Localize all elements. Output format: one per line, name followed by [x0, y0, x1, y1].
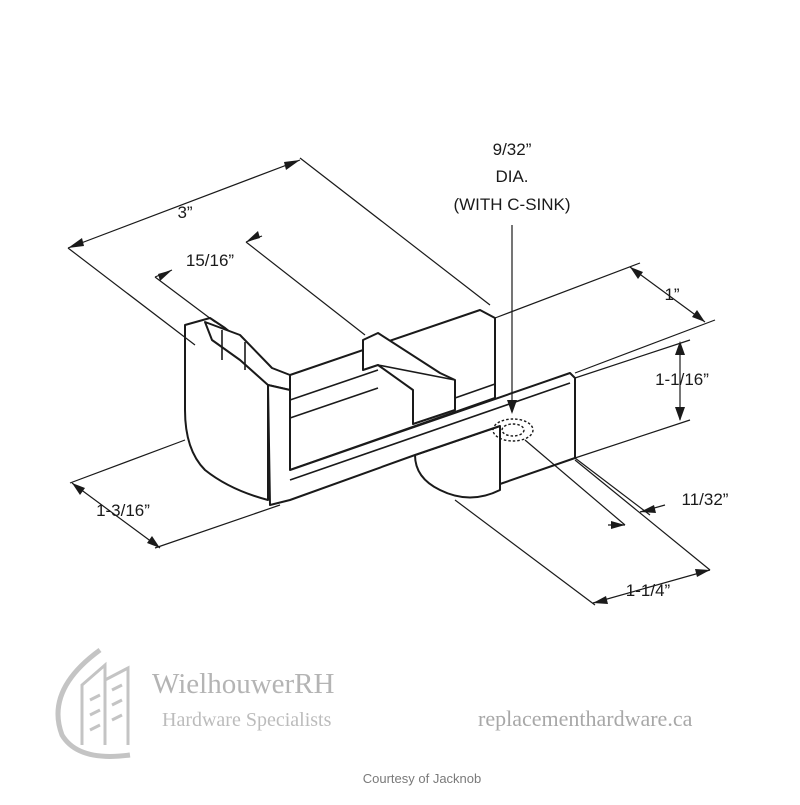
ext-15-16-right [245, 241, 366, 336]
part-middle-post [362, 332, 456, 425]
ext-depth-bottom [154, 504, 281, 549]
logo-building-icon [80, 661, 130, 745]
arrow-1in-bottom [692, 310, 705, 322]
arrow-3in-left [68, 238, 84, 248]
brand-website: replacementhardware.ca [478, 706, 693, 731]
ext-offset-edge [574, 457, 651, 516]
arrow-height-bottom [675, 407, 685, 421]
ext-height-bottom [574, 419, 691, 459]
label-height: 1-1/16” [655, 370, 709, 389]
ext-flange-right [574, 459, 711, 571]
arrow-3in-right [284, 160, 300, 170]
brand-company-name: WielhouwerRH [152, 668, 335, 700]
dim-1in [629, 266, 706, 323]
hole-outer-ring [492, 418, 534, 442]
ext-3in-left [67, 247, 196, 346]
label-hole-csink: (WITH C-SINK) [453, 195, 570, 214]
dim-3in [67, 159, 301, 249]
arrow-depth-bottom [147, 536, 160, 548]
hole-inner-ring [501, 423, 525, 437]
part-right-lobe [414, 425, 501, 499]
arrow-flange-left [593, 596, 608, 604]
label-hole-offset: 11/32” [682, 490, 729, 509]
plate-inner-edge [289, 382, 571, 481]
arrow-15-16-right [246, 231, 260, 242]
image-credit: Courtesy of Jacknob [363, 771, 482, 786]
slot-rear-edge [454, 383, 496, 399]
ext-flange-left [454, 499, 596, 606]
label-hole-size: 9/32” [493, 140, 532, 159]
post-top-edge [377, 364, 456, 381]
part-detail-lines [221, 330, 571, 500]
ext-offset-hole [524, 439, 626, 526]
brand-logo [55, 647, 131, 759]
part-outline [184, 309, 576, 506]
dim-depth [71, 482, 161, 549]
arrow-15-16-left [158, 270, 172, 281]
label-length: 3” [177, 203, 192, 222]
arrow-hole [507, 400, 517, 414]
dim-flange [592, 569, 711, 604]
label-flange: 1-1/4” [626, 581, 671, 600]
label-width: 1” [664, 285, 679, 304]
dimension-labels: 3” 15/16” 9/32” DIA. (WITH C-SINK) 1” 1-… [96, 140, 729, 600]
slot-bottom-edge [289, 387, 379, 419]
label-inner-width: 15/16” [186, 251, 235, 270]
label-hole-dia: DIA. [495, 167, 528, 186]
arrow-depth-top [72, 483, 85, 495]
ext-3in-right [299, 157, 491, 306]
dimension-lines [67, 157, 716, 606]
ext-1in-bottom [574, 319, 716, 374]
arrowheads [68, 160, 710, 604]
ext-height-top [574, 339, 691, 379]
brand-tagline: Hardware Specialists [162, 709, 332, 731]
logo-swoosh [55, 647, 131, 759]
arrow-offset-right [640, 505, 656, 513]
clip-tab [221, 330, 246, 370]
slot-top-edge [289, 369, 379, 401]
part-front-plate [267, 372, 576, 506]
ext-1in-top [494, 262, 641, 319]
ext-depth-top [69, 439, 186, 484]
ext-15-16-left [154, 276, 216, 323]
arrow-flange-right [695, 569, 710, 577]
label-depth: 1-3/16” [96, 501, 150, 520]
arrow-1in-top [630, 267, 643, 279]
countersunk-hole [492, 418, 534, 442]
arrow-height-top [675, 341, 685, 355]
arrow-offset-left [611, 521, 625, 529]
